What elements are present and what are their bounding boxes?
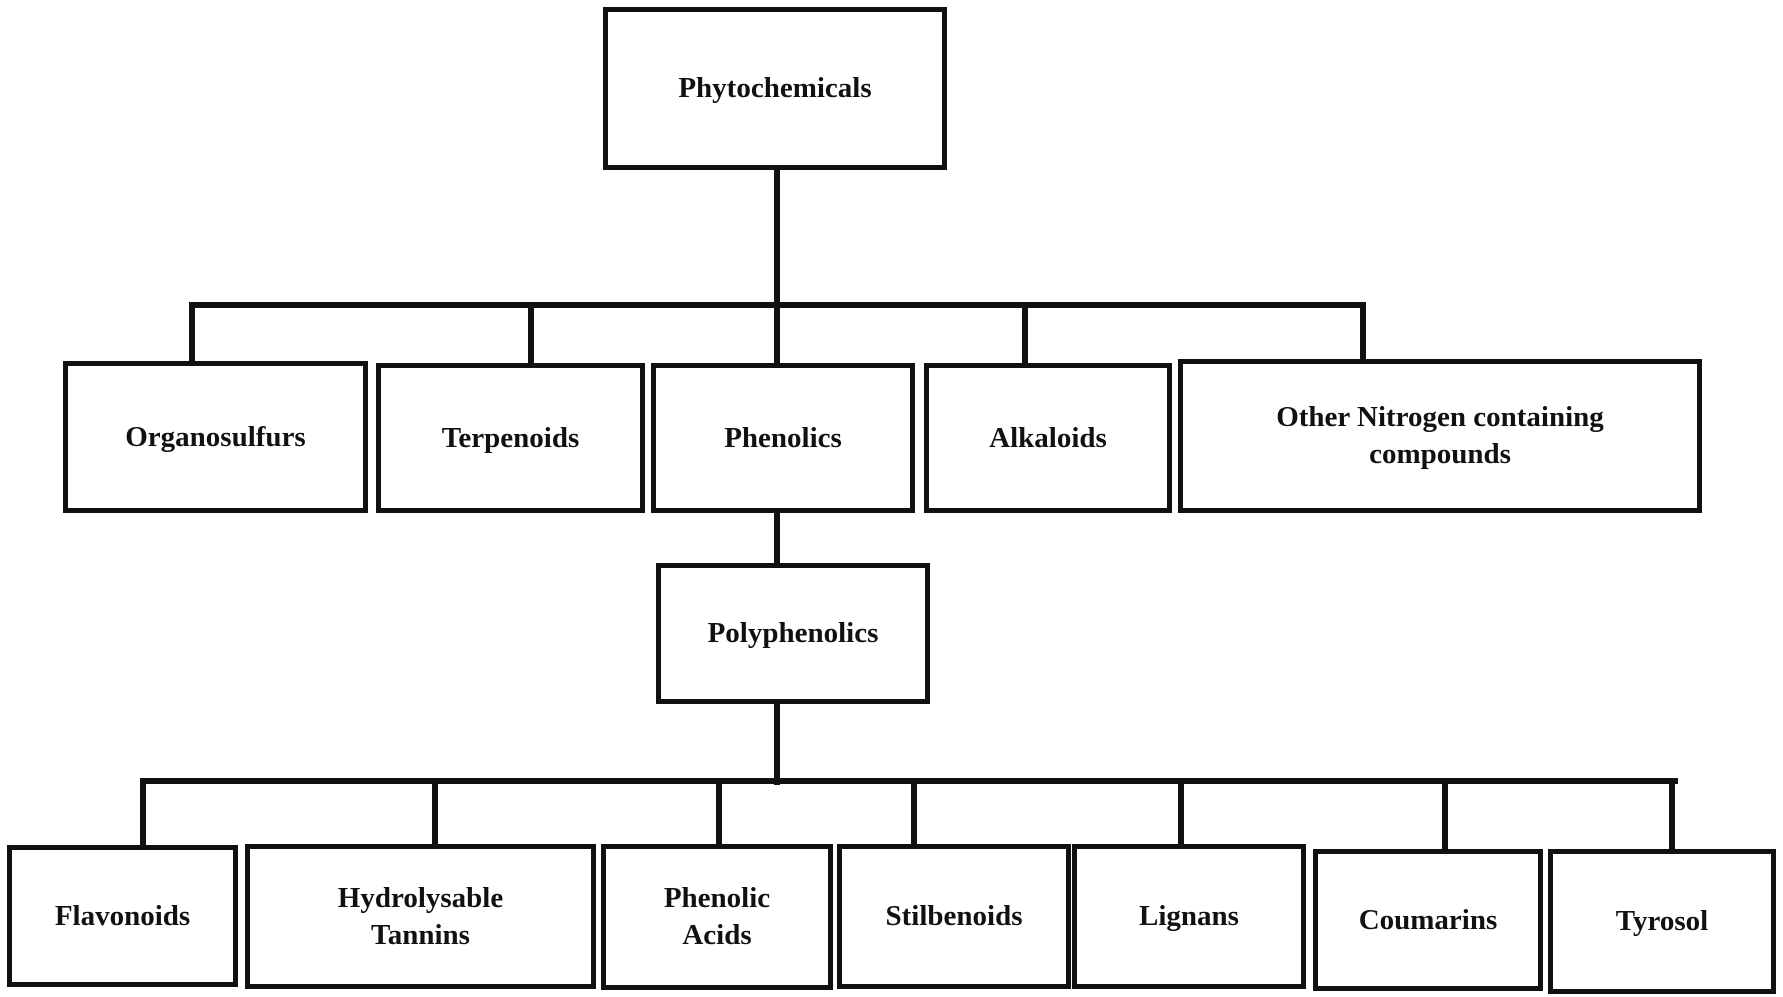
- connector-coumarins: [1442, 778, 1448, 851]
- node-label-hydrolysable-tannins: Hydrolysable Tannins: [337, 881, 504, 951]
- connector-flavonoids: [140, 778, 146, 847]
- connector-hydrolysable-tannins: [432, 784, 438, 846]
- node-stilbenoids: Stilbenoids: [837, 844, 1071, 989]
- node-tyrosol: Tyrosol: [1548, 849, 1776, 994]
- node-label-coumarins: Coumarins: [1358, 903, 1498, 936]
- node-label-lignans: Lignans: [1139, 900, 1239, 932]
- connector-polyphenolics-down: [774, 702, 780, 785]
- connector-other-nitrogen: [1360, 302, 1366, 361]
- node-label-stilbenoids: Stilbenoids: [885, 900, 1023, 932]
- connector-phenolics: [774, 302, 780, 365]
- node-label-terpenoids: Terpenoids: [441, 421, 580, 454]
- connector-terpenoids: [528, 302, 534, 365]
- node-phenolic-acids: Phenolic Acids: [601, 844, 833, 990]
- node-label-other-nitrogen-compounds: Other Nitrogen containing compounds: [1276, 401, 1604, 470]
- node-hydrolysable-tannins: Hydrolysable Tannins: [245, 844, 596, 989]
- connector-phenolic-acids: [716, 784, 722, 846]
- connector-lignans: [1178, 784, 1184, 846]
- node-label-tyrosol: Tyrosol: [1615, 905, 1709, 937]
- connector-root-down: [774, 168, 780, 305]
- node-label-phenolics: Phenolics: [724, 421, 842, 454]
- connector-tyrosol: [1669, 778, 1675, 851]
- node-lignans: Lignans: [1072, 844, 1306, 989]
- connector-phenolics-down: [774, 510, 780, 565]
- connector-stilbenoids: [911, 784, 917, 846]
- connector-organosulfurs: [189, 302, 195, 363]
- node-label-organosulfurs: Organosulfurs: [125, 420, 306, 453]
- node-phenolics: Phenolics: [651, 363, 915, 513]
- node-alkaloids: Alkaloids: [924, 363, 1172, 513]
- connector-level3-bar: [140, 778, 1678, 784]
- node-label-phenolic-acids: Phenolic Acids: [663, 882, 771, 951]
- node-terpenoids: Terpenoids: [376, 363, 645, 513]
- node-polyphenolics: Polyphenolics: [656, 563, 930, 704]
- node-other-nitrogen-compounds: Other Nitrogen containing compounds: [1178, 359, 1702, 513]
- node-organosulfurs: Organosulfurs: [63, 361, 368, 513]
- node-label-polyphenolics: Polyphenolics: [707, 617, 879, 649]
- node-coumarins: Coumarins: [1313, 849, 1543, 991]
- node-label-alkaloids: Alkaloids: [989, 421, 1107, 454]
- node-label-flavonoids: Flavonoids: [54, 899, 191, 932]
- node-flavonoids: Flavonoids: [7, 845, 238, 987]
- connector-alkaloids: [1022, 302, 1028, 365]
- node-label-phytochemicals: Phytochemicals: [678, 72, 872, 104]
- node-phytochemicals: Phytochemicals: [603, 7, 947, 170]
